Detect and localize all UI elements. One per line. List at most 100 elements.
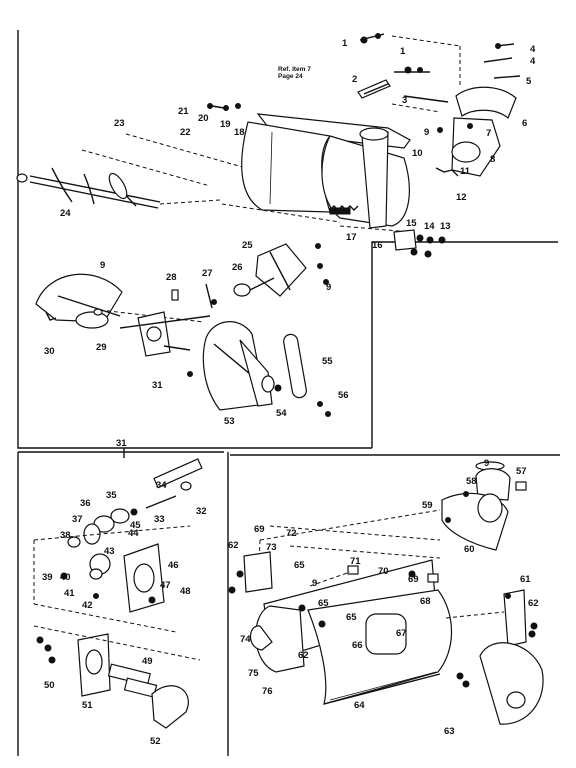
- ref-note-line2: Page 24: [278, 73, 303, 80]
- callout-label: 23: [114, 118, 125, 129]
- callout-label: 44: [128, 528, 139, 539]
- callout-label: 69: [254, 524, 265, 535]
- callout-label: 12: [456, 192, 467, 203]
- ref-note-line1: Ref. Item 7: [278, 66, 311, 73]
- callout-label: 38: [60, 530, 71, 541]
- panel-borders: [17, 30, 560, 756]
- callout-label: 60: [464, 544, 475, 555]
- callout-label: 72: [286, 528, 297, 539]
- callout-label: 29: [96, 342, 107, 353]
- callout-label: 4: [530, 56, 536, 67]
- callout-label: 33: [154, 514, 165, 525]
- callout-label: 34: [156, 480, 167, 491]
- blower-housing: [257, 461, 527, 591]
- callout-label: 67: [396, 628, 407, 639]
- side-plate-right: [445, 589, 544, 725]
- callout-label: 35: [106, 490, 117, 501]
- callout-label: 65: [294, 560, 305, 571]
- callout-labels: 1 1 2 3 4 4 5 6 7 8 9 10 11 12 13 14 15 …: [42, 38, 539, 747]
- callout-label: 50: [44, 680, 55, 691]
- callout-label: 3: [402, 95, 407, 106]
- callout-label: 41: [64, 588, 75, 599]
- callout-label: 28: [166, 272, 177, 283]
- callout-label: 47: [160, 580, 171, 591]
- gearbox-bracket: [393, 229, 446, 258]
- callout-label: 64: [354, 700, 365, 711]
- callout-label: 9: [312, 578, 317, 589]
- callout-label: 42: [82, 600, 93, 611]
- impeller-housing: [187, 321, 275, 411]
- callout-label: 9: [484, 458, 489, 469]
- callout-label: 52: [150, 736, 161, 747]
- small-hardware-top: [207, 103, 241, 111]
- callout-label: 9: [326, 282, 331, 293]
- callout-label: 17: [346, 232, 357, 243]
- callout-label: 18: [234, 127, 245, 138]
- callout-label: 53: [224, 416, 235, 427]
- callout-label: 9: [100, 260, 105, 271]
- callout-label: 70: [378, 566, 389, 577]
- auger-shaft-assembly: [16, 133, 247, 209]
- callout-label: 54: [276, 408, 287, 419]
- callout-label: 43: [104, 546, 115, 557]
- callout-label: 32: [196, 506, 207, 517]
- side-plate-left: [35, 273, 205, 329]
- chute-assembly: [357, 33, 521, 177]
- callout-label: 36: [80, 498, 91, 509]
- callout-label: 24: [60, 208, 71, 219]
- callout-label: 65: [346, 612, 357, 623]
- callout-label: 39: [42, 572, 53, 583]
- callout-label: 59: [422, 500, 433, 511]
- callout-label: 10: [412, 148, 423, 159]
- bearing-housing-lower: [33, 625, 201, 729]
- callout-label: 4: [530, 44, 536, 55]
- belt-and-pins: [274, 333, 331, 417]
- callout-label: 63: [444, 726, 455, 737]
- callout-label: 15: [406, 218, 417, 229]
- callout-label: 16: [372, 240, 383, 251]
- callout-label: 55: [322, 356, 333, 367]
- callout-label: 8: [490, 154, 495, 165]
- callout-label: 58: [466, 476, 477, 487]
- callout-label: 71: [350, 556, 361, 567]
- callout-label: 45: [130, 520, 141, 531]
- callout-label: 49: [142, 656, 153, 667]
- callout-label: 31: [116, 438, 127, 449]
- callout-label: 62: [228, 540, 239, 551]
- auger-shroud: [228, 525, 453, 705]
- auger-housing: [221, 113, 411, 233]
- callout-label: 62: [528, 598, 539, 609]
- callout-label: 1: [400, 46, 406, 57]
- callout-label: 19: [220, 119, 231, 130]
- callout-label: 56: [338, 390, 349, 401]
- callout-label: 61: [520, 574, 531, 585]
- callout-label: 30: [44, 346, 55, 357]
- callout-label: 75: [248, 668, 259, 679]
- callout-label: 69: [408, 574, 419, 585]
- callout-label: 68: [420, 596, 431, 607]
- callout-label: 22: [180, 127, 191, 138]
- callout-label: 11: [460, 166, 471, 177]
- callout-label: 25: [242, 240, 253, 251]
- callout-label: 21: [178, 106, 189, 117]
- callout-label: 7: [486, 128, 491, 139]
- callout-label: 66: [352, 640, 363, 651]
- callout-label: 37: [72, 514, 83, 525]
- callout-label: 6: [522, 118, 527, 129]
- callout-label: 26: [232, 262, 243, 273]
- reference-note: Ref. Item 7 Page 24: [278, 66, 311, 80]
- callout-label: 46: [168, 560, 179, 571]
- callout-label: 62: [298, 650, 309, 661]
- callout-label: 9: [424, 127, 429, 138]
- callout-label: 74: [240, 634, 251, 645]
- callout-label: 57: [516, 466, 527, 477]
- callout-label: 2: [352, 74, 357, 85]
- callout-label: 65: [318, 598, 329, 609]
- callout-label: 51: [82, 700, 93, 711]
- callout-label: 48: [180, 586, 191, 597]
- callout-label: 31: [152, 380, 163, 391]
- callout-label: 14: [424, 221, 435, 232]
- callout-label: 5: [526, 76, 532, 87]
